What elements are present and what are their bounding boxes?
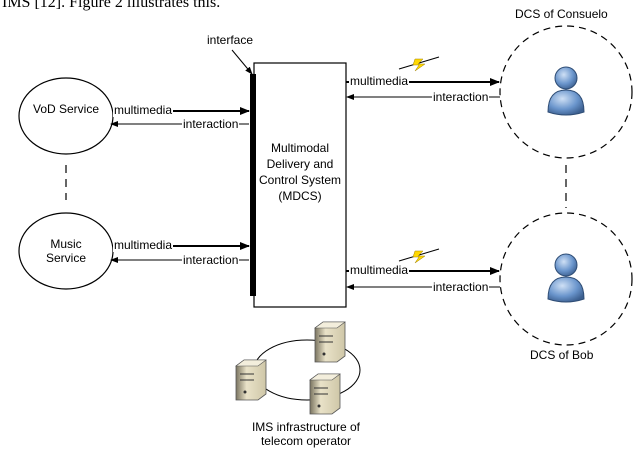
caption-partial: IMS [12]. Figure 2 illustrates this. <box>2 0 221 11</box>
mdcs-box <box>253 62 347 308</box>
server-icon <box>314 321 346 363</box>
interface-label: interface <box>207 33 254 47</box>
server-icon <box>309 373 341 415</box>
lightning-icon <box>398 56 440 72</box>
lightning-icon <box>398 248 440 264</box>
bob-multimedia-label: multimedia <box>349 263 410 277</box>
ims-infrastructure-label: IMS infrastructure of telecom operator <box>251 420 361 448</box>
consuelo-multimedia-label: multimedia <box>349 74 410 88</box>
dcs-consuelo-circle <box>499 25 633 159</box>
interface-pointer <box>231 49 253 75</box>
dcs-bob-circle <box>499 212 633 346</box>
music-multimedia-label: multimedia <box>113 238 174 252</box>
vod-service-node <box>18 77 114 155</box>
music-interaction-label: interaction <box>182 253 240 267</box>
server-icon <box>235 359 267 401</box>
mdcs-label: Multimodal Delivery and Control System (… <box>258 141 342 203</box>
vod-service-label: VoD Service <box>32 102 100 116</box>
interface-bar <box>250 74 256 296</box>
user-icon <box>547 253 585 303</box>
vod-multimedia-label: multimedia <box>113 103 174 117</box>
consuelo-interaction-label: interaction <box>432 90 490 104</box>
music-service-label: Music Service <box>45 237 86 265</box>
dcs-consuelo-label: DCS of Consuelo <box>515 7 608 21</box>
user-icon <box>547 66 585 116</box>
dcs-bob-label: DCS of Bob <box>530 348 594 362</box>
bob-interaction-label: interaction <box>432 280 490 294</box>
vod-interaction-label: interaction <box>182 117 240 131</box>
